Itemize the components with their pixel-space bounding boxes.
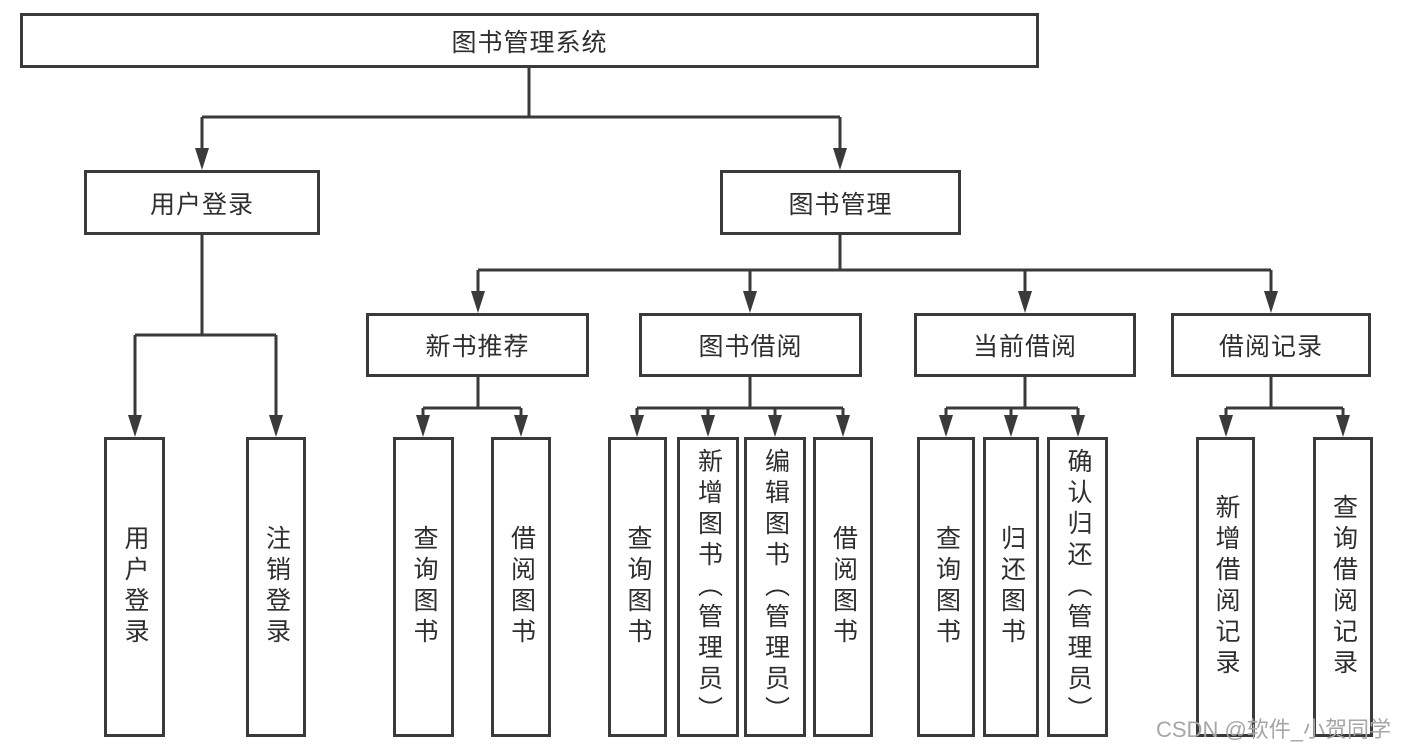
edge-user-login-to-children	[133, 235, 278, 417]
node-current-borrowing: 当前借阅	[914, 313, 1136, 377]
leaf-current-confirm-return-admin-label: 确认归还（管理员）	[1064, 447, 1092, 727]
arrowhead-new-book	[471, 291, 485, 313]
leaf-current-return-books: 归还图书	[983, 437, 1039, 737]
arrowhead-current-return	[1004, 415, 1018, 437]
edge-current-borrow-to-children	[944, 377, 1080, 417]
leaf-records-add-record: 新增借阅记录	[1196, 437, 1255, 737]
leaf-newbook-query-books-label: 查询图书	[410, 525, 438, 649]
edge-book-borrow-to-children	[635, 377, 845, 417]
leaf-borrowing-query-books-label: 查询图书	[624, 525, 652, 649]
node-library-system: 图书管理系统	[20, 13, 1039, 68]
node-book-management-label: 图书管理	[788, 190, 893, 219]
leaf-borrowing-edit-books-admin: 编辑图书（管理员）	[744, 437, 806, 737]
leaf-logout-label: 注销登录	[262, 525, 291, 649]
leaf-user-login-label: 用户登录	[121, 525, 149, 649]
edge-borrow-record-to-children	[1224, 377, 1345, 417]
node-book-borrowing: 图书借阅	[639, 313, 862, 377]
leaf-current-query-books: 查询图书	[917, 437, 975, 737]
leaf-logout: 注销登录	[246, 437, 306, 737]
node-new-book-recommend-label: 新书推荐	[425, 333, 530, 361]
node-borrow-records-label: 借阅记录	[1218, 333, 1323, 361]
arrowhead-borrow-record	[1264, 291, 1278, 313]
arrowhead-borrow-edit	[768, 415, 782, 437]
leaf-current-return-books-label: 归还图书	[997, 525, 1026, 649]
node-book-borrowing-label: 图书借阅	[698, 333, 803, 361]
leaf-records-query-record: 查询借阅记录	[1313, 437, 1373, 737]
arrowhead-borrow-add	[701, 415, 715, 437]
arrowhead-current-borrow	[1018, 291, 1032, 313]
arrowhead-book-borrow	[743, 291, 757, 313]
arrowhead-newbook-query	[416, 415, 430, 437]
node-new-book-recommend: 新书推荐	[366, 313, 589, 377]
edge-root-to-level2	[200, 68, 842, 150]
node-current-borrowing-label: 当前借阅	[972, 333, 1077, 361]
arrowhead-book-management	[833, 148, 847, 170]
leaf-records-query-record-label: 查询借阅记录	[1329, 494, 1358, 680]
node-user-login: 用户登录	[84, 170, 320, 235]
leaf-current-query-books-label: 查询图书	[932, 525, 961, 649]
arrowhead-leaf-user-login	[128, 415, 142, 437]
arrowhead-borrow-borrow	[836, 415, 850, 437]
edge-new-book-to-children	[421, 377, 523, 417]
csdn-watermark: CSDN @软件_小贺同学	[1156, 717, 1392, 742]
leaf-borrowing-add-books-admin: 新增图书（管理员）	[677, 437, 739, 737]
leaf-borrowing-borrow-books-label: 借阅图书	[829, 525, 858, 649]
leaf-newbook-borrow-books: 借阅图书	[491, 437, 551, 737]
arrowhead-borrow-query	[630, 415, 644, 437]
node-book-management: 图书管理	[720, 170, 961, 235]
arrowhead-leaf-logout	[269, 415, 283, 437]
node-user-login-label: 用户登录	[149, 190, 254, 219]
leaf-borrowing-edit-books-admin-label: 编辑图书（管理员）	[761, 447, 790, 727]
arrowhead-current-confirm	[1071, 415, 1085, 437]
node-borrow-records: 借阅记录	[1171, 313, 1371, 377]
arrowhead-user-login	[195, 148, 209, 170]
arrowhead-record-query	[1336, 415, 1350, 437]
leaf-newbook-borrow-books-label: 借阅图书	[507, 525, 536, 649]
leaf-borrowing-add-books-admin-label: 新增图书（管理员）	[694, 447, 723, 727]
arrowhead-newbook-borrow	[514, 415, 528, 437]
arrowhead-current-query	[939, 415, 953, 437]
leaf-borrowing-borrow-books: 借阅图书	[813, 437, 873, 737]
leaf-current-confirm-return-admin: 确认归还（管理员）	[1047, 437, 1108, 737]
leaf-user-login: 用户登录	[104, 437, 165, 737]
leaf-records-add-record-label: 新增借阅记录	[1212, 494, 1240, 680]
leaf-newbook-query-books: 查询图书	[393, 437, 454, 737]
leaf-borrowing-query-books: 查询图书	[608, 437, 667, 737]
edge-book-management-to-children	[476, 235, 1273, 293]
node-library-system-label: 图书管理系统	[451, 28, 608, 57]
arrowhead-record-add	[1219, 415, 1233, 437]
